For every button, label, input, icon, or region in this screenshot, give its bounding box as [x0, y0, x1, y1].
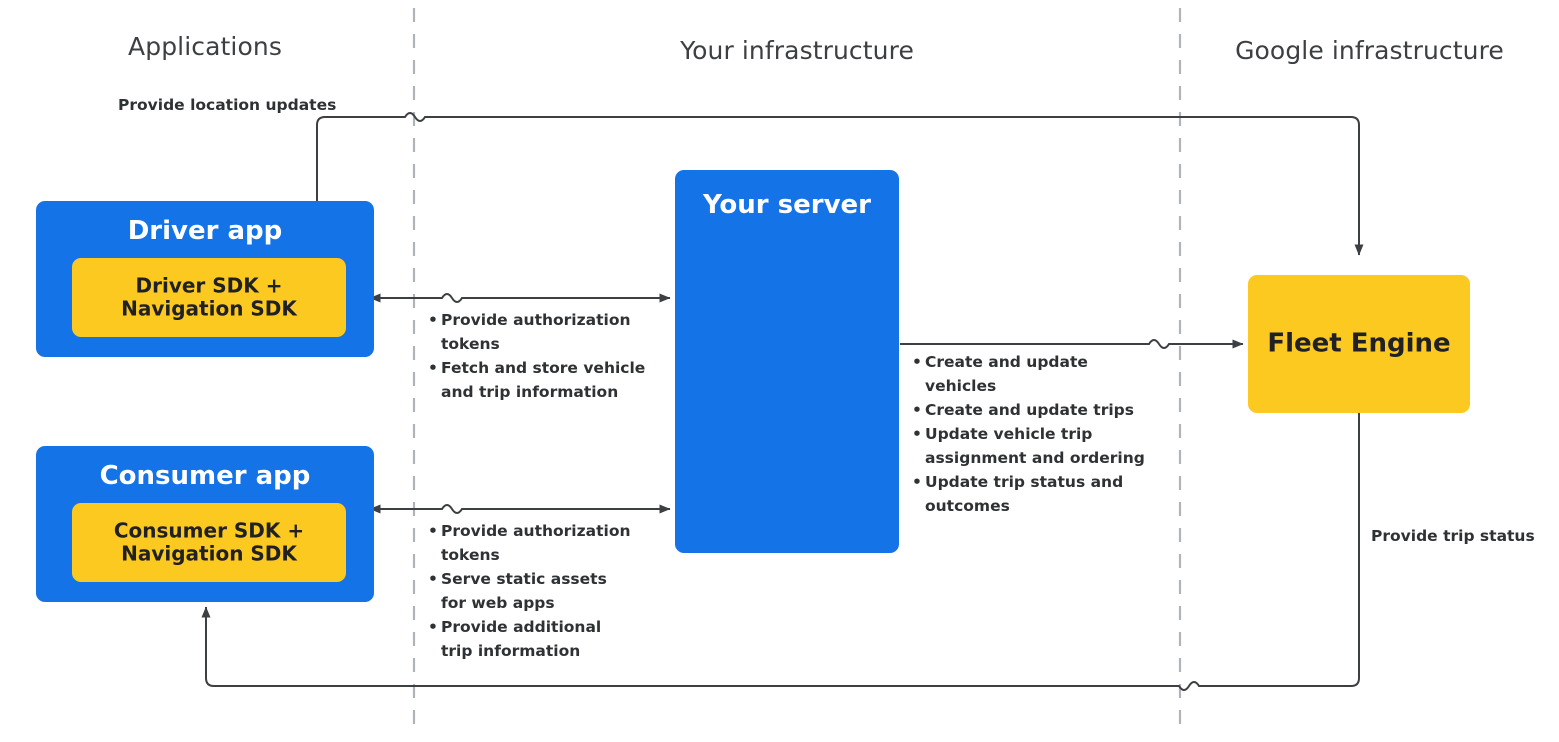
node-fleet-engine[interactable]: Fleet Engine [1248, 275, 1470, 413]
node-your-server[interactable]: Your server [675, 170, 899, 553]
consumer-sdk-label: Consumer SDK + Navigation SDK [113, 517, 305, 566]
bullet-item: Fetch and store vehicle and trip informa… [428, 356, 660, 404]
driver-app-title: Driver app [127, 216, 283, 246]
lane-title-applications: Applications [128, 32, 282, 61]
fleet-engine-title: Fleet Engine [1267, 328, 1451, 359]
wire-consumer-server [369, 504, 671, 514]
bullet-item: Update vehicle trip assignment and order… [912, 422, 1160, 470]
bullet-item: Create and update trips [912, 398, 1160, 422]
bullet-item: Create and update vehicles [912, 350, 1160, 398]
flow-server-fleet-engine-bullets: Create and update vehicles Create and up… [912, 350, 1160, 518]
bullet-item: Update trip status and outcomes [912, 470, 1160, 518]
node-driver-sdk[interactable]: Driver SDK + Navigation SDK [72, 258, 346, 337]
consumer-app-title: Consumer app [99, 461, 311, 491]
flow-consumer-server-bullets: Provide authorization tokens Serve stati… [428, 519, 633, 663]
lane-title-your-infrastructure: Your infrastructure [680, 36, 914, 65]
lane-title-google-infrastructure: Google infrastructure [1235, 36, 1504, 65]
label-provide-trip-status: Provide trip status [1371, 527, 1535, 545]
wire-driver-server [369, 293, 671, 303]
driver-sdk-label: Driver SDK + Navigation SDK [121, 272, 297, 321]
bullet-item: Provide authorization tokens [428, 308, 660, 356]
your-server-title: Your server [702, 190, 872, 220]
node-driver-app[interactable]: Driver app Driver SDK + Navigation SDK [36, 201, 374, 357]
flow-driver-server-bullets: Provide authorization tokens Fetch and s… [428, 308, 660, 404]
node-consumer-app[interactable]: Consumer app Consumer SDK + Navigation S… [36, 446, 374, 602]
node-consumer-sdk[interactable]: Consumer SDK + Navigation SDK [72, 503, 346, 582]
bullet-item: Provide additional trip information [428, 615, 633, 663]
wire-server-fleet-engine [900, 339, 1244, 349]
bullet-item: Serve static assets for web apps [428, 567, 633, 615]
label-provide-location-updates: Provide location updates [118, 96, 337, 114]
bullet-item: Provide authorization tokens [428, 519, 633, 567]
